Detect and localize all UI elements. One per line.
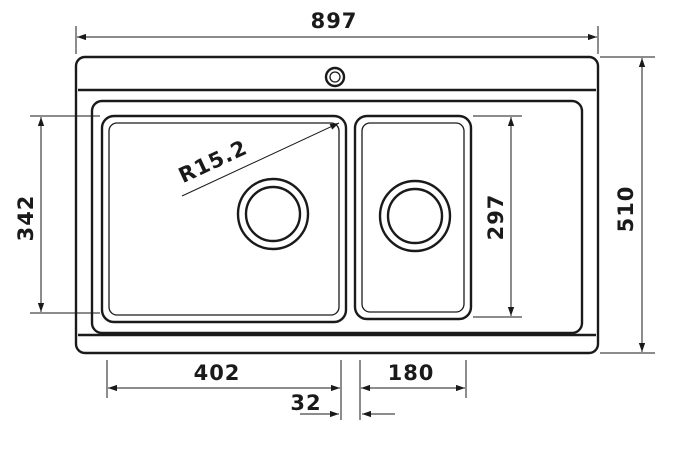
large-bowl-drain-inner xyxy=(244,185,302,243)
large-bowl-inner xyxy=(108,122,340,316)
dim-small-bowl-width-label: 180 xyxy=(388,361,435,385)
large-bowl-drain xyxy=(236,177,310,251)
dim-small-bowl-width: 180 xyxy=(359,360,467,420)
small-bowl-outer xyxy=(353,114,473,321)
sink-outer-rim xyxy=(74,55,600,355)
sink-body xyxy=(74,55,600,355)
dim-large-bowl-depth-label: 342 xyxy=(14,195,38,242)
small-bowl xyxy=(353,114,473,321)
dim-overall-width: 897 xyxy=(75,9,599,54)
dim-overall-depth: 510 xyxy=(600,56,655,354)
dim-large-bowl-width: 402 xyxy=(106,360,342,420)
tap-hole xyxy=(324,66,346,88)
dim-overall-depth-label: 510 xyxy=(614,186,638,233)
dim-bowl-gap-label: 32 xyxy=(290,391,321,415)
dim-corner-radius: R15.2 xyxy=(175,122,340,197)
small-bowl-drain xyxy=(378,179,452,253)
small-bowl-drain-inner xyxy=(386,187,444,245)
dim-large-bowl-width-label: 402 xyxy=(194,361,241,385)
tap-hole-inner xyxy=(329,71,341,83)
dim-large-bowl-depth: 342 xyxy=(14,115,100,314)
dim-small-bowl-depth: 297 xyxy=(473,115,522,318)
dim-small-bowl-depth-label: 297 xyxy=(484,194,508,241)
dim-bowl-gap: 32 xyxy=(290,391,395,418)
sink-inner-deck xyxy=(90,99,584,335)
large-bowl-outer xyxy=(100,114,348,324)
dim-corner-radius-label: R15.2 xyxy=(175,135,251,188)
large-bowl xyxy=(100,114,348,324)
dim-overall-width-label: 897 xyxy=(311,9,358,33)
small-bowl-inner xyxy=(361,122,465,313)
